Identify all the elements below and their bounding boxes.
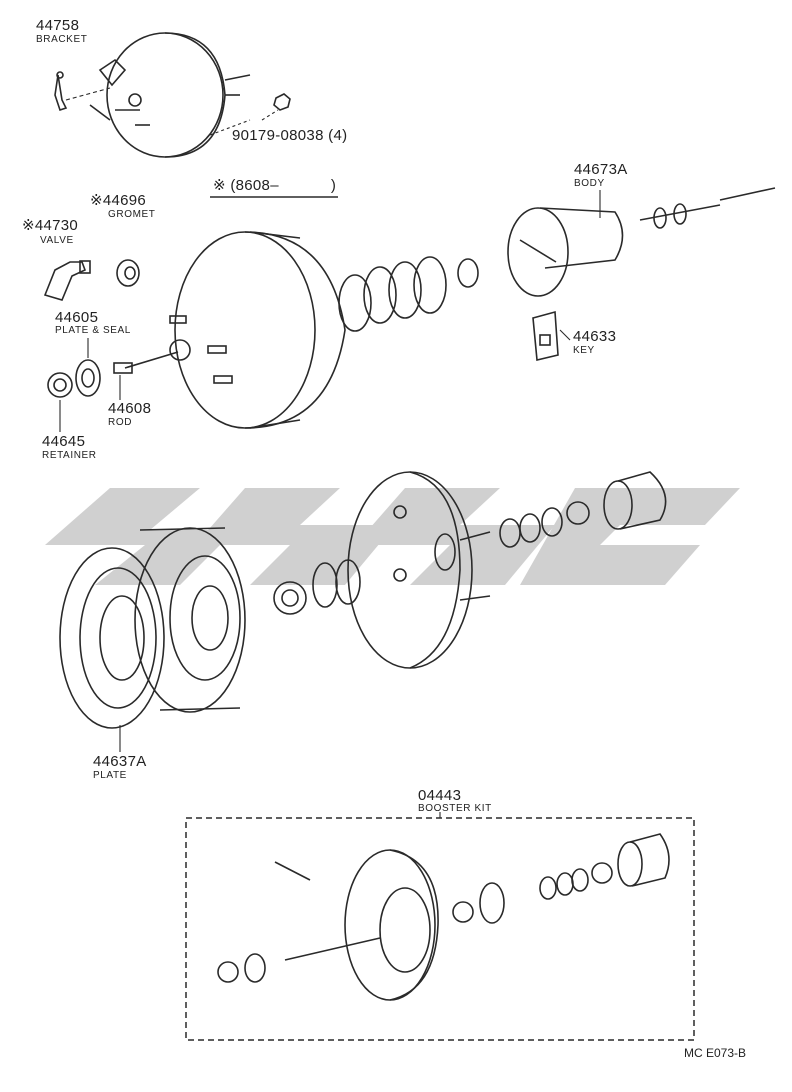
part-name-body: BODY [574, 178, 605, 189]
part-number-bracket: 44758 [36, 17, 80, 34]
rod-part [113, 362, 133, 374]
part-number-plate-seal: 44605 [55, 309, 99, 326]
part-number-booster-kit: 04443 [418, 787, 462, 804]
plate-part [59, 527, 246, 729]
lower-boot [603, 471, 667, 530]
booster-main [124, 231, 346, 429]
part-number-plate: 44637A [93, 753, 147, 770]
part-number-valve: ※44730 [22, 217, 79, 234]
body-part [507, 187, 776, 297]
production-date-suffix: ) [330, 177, 337, 194]
part-name-gromet: GROMET [108, 209, 156, 220]
nut-part [273, 93, 291, 111]
part-name-plate: PLATE [93, 770, 127, 781]
lower-shell [347, 471, 491, 669]
part-name-bracket: BRACKET [36, 34, 88, 45]
bracket-part [54, 71, 68, 112]
part-name-key: KEY [573, 345, 595, 356]
plate-seal-part [75, 359, 101, 397]
figure-code: MC E073-B [684, 1046, 747, 1060]
lower-retainer [273, 581, 307, 615]
lower-washers [499, 501, 590, 548]
key-part [532, 310, 559, 361]
production-date-prefix: ※ (8608– [213, 177, 279, 194]
part-number-body: 44673A [574, 161, 628, 178]
part-name-valve: VALVE [40, 235, 74, 246]
valve-part [43, 260, 91, 301]
part-name-plate-seal: PLATE & SEAL [55, 325, 131, 336]
part-name-booster-kit: BOOSTER KIT [418, 803, 492, 814]
gromet-part [116, 259, 140, 287]
part-number-gromet: ※44696 [90, 192, 147, 209]
booster-kit-frame [185, 817, 695, 1041]
booster-top-assembly [89, 32, 251, 158]
part-name-rod: ROD [108, 417, 133, 428]
part-number-production-date: ※ (8608–) [213, 178, 336, 193]
part-number-rod: 44608 [108, 400, 152, 417]
part-number-nut: 90179-08038 (4) [232, 127, 348, 144]
spring-part [338, 256, 447, 332]
part-name-retainer: RETAINER [42, 450, 97, 461]
kit-contents [217, 833, 670, 1001]
disc-part [457, 258, 479, 288]
part-number-retainer: 44645 [42, 433, 86, 450]
leader-lines [59, 190, 601, 818]
retainer-part [47, 372, 73, 398]
part-number-key: 44633 [573, 328, 617, 345]
watermark-logo [45, 488, 740, 585]
